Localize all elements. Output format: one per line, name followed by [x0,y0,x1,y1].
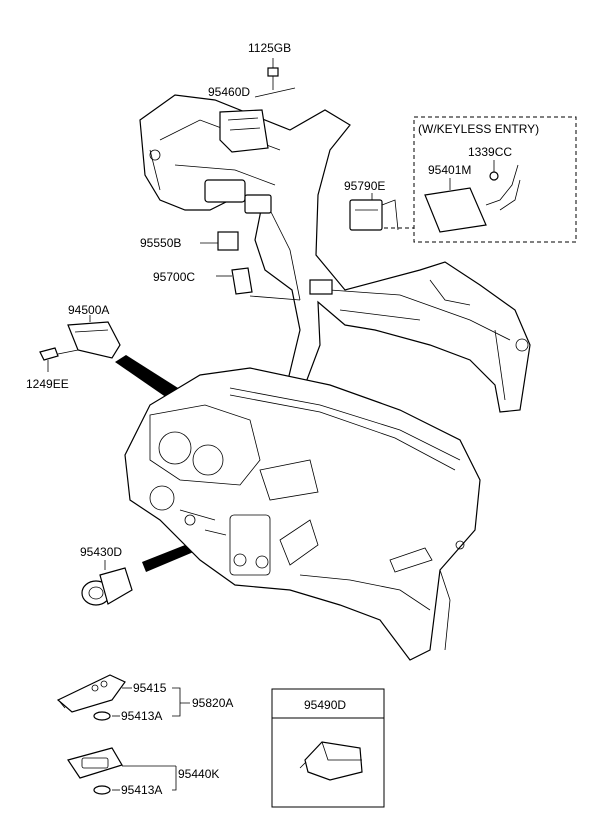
label-95415: 95415 [133,681,167,695]
module-95790E [349,193,399,231]
label-95550B: 95550B [140,236,181,250]
instrument-panel [124,367,481,661]
smart-key-95440K [67,747,177,795]
keyless-box-title: (W/KEYLESS ENTRY) [418,122,539,136]
label-1339CC: 1339CC [468,145,512,159]
key-fob-95415 [56,674,190,721]
part-box-95490D [271,688,385,808]
label-95790E: 95790E [344,179,385,193]
label-95413A-1: 95413A [121,709,162,723]
label-95820A: 95820A [192,696,233,710]
sensor-94500A [39,315,121,372]
label-94500A: 94500A [68,303,109,317]
label-1125GB: 1125GB [248,41,291,55]
relay-95550B [200,231,239,251]
cowl-cross-bar [139,94,531,413]
sensor-95700C [216,267,301,301]
ignition-switch-95430D [81,560,133,606]
label-95700C: 95700C [153,270,195,284]
label-95401M: 95401M [428,163,471,177]
bolt-1125GB [267,58,279,90]
label-95460D: 95460D [208,85,250,99]
label-95440K: 95440K [178,767,219,781]
label-95490D: 95490D [304,698,346,712]
keyless-entry-box [384,116,577,243]
label-95430D: 95430D [80,545,122,559]
label-95413A-2: 95413A [121,783,162,797]
module-95460D [219,87,296,153]
label-1249EE: 1249EE [26,377,69,391]
